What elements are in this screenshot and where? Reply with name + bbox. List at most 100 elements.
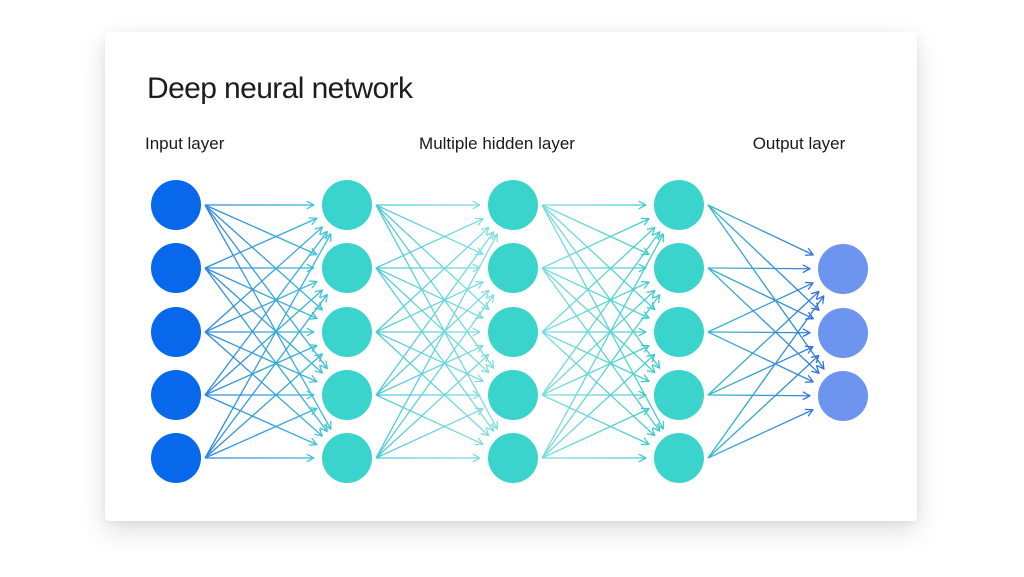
- output-layer-label: Output layer: [752, 134, 846, 153]
- edge: [707, 354, 820, 459]
- neural-network-diagram: [151, 180, 868, 483]
- edges: [204, 200, 825, 463]
- edge: [204, 204, 324, 311]
- hidden-node: [654, 243, 704, 293]
- slide-card: Deep neural network Input layer Multiple…: [105, 32, 917, 521]
- edge: [541, 233, 664, 459]
- edge: [375, 267, 484, 320]
- input-node: [151, 370, 201, 420]
- edge: [204, 289, 324, 396]
- edge: [375, 394, 484, 446]
- hidden-node: [322, 243, 372, 293]
- input-layer-label: Input layer: [145, 134, 225, 153]
- edge: [375, 204, 484, 256]
- edge: [204, 267, 324, 374]
- edge: [541, 204, 650, 256]
- input-node: [151, 180, 201, 230]
- edge: [707, 204, 820, 311]
- edge: [541, 280, 650, 333]
- edge: [204, 204, 318, 256]
- edge: [204, 230, 328, 396]
- output-node: [818, 308, 868, 358]
- edge: [375, 294, 495, 459]
- edge: [707, 204, 825, 370]
- edge: [204, 331, 318, 383]
- edge: [541, 331, 656, 437]
- edge: [541, 294, 661, 459]
- edge: [541, 344, 650, 396]
- edge: [707, 408, 814, 459]
- edge: [204, 204, 328, 370]
- edge: [375, 217, 484, 269]
- edge: [707, 295, 825, 459]
- edge: [541, 289, 656, 396]
- hidden-node: [322, 433, 372, 483]
- edge: [541, 231, 661, 396]
- edge: [204, 353, 323, 459]
- edge: [375, 280, 484, 333]
- edge: [707, 267, 820, 374]
- edge: [204, 226, 324, 333]
- edge: [375, 233, 498, 459]
- edge: [204, 293, 328, 459]
- edge: [204, 217, 318, 269]
- output-node: [818, 371, 868, 421]
- edge: [375, 353, 490, 459]
- hidden-layer-label: Multiple hidden layer: [419, 134, 575, 153]
- edge: [541, 204, 661, 369]
- edge: [541, 353, 656, 459]
- edge: [375, 407, 484, 459]
- hidden-node: [488, 180, 538, 230]
- edge: [541, 267, 650, 320]
- edge: [375, 231, 495, 396]
- edge: [707, 281, 814, 333]
- edge: [707, 204, 814, 256]
- output-node: [818, 244, 868, 294]
- edge: [204, 280, 318, 333]
- hidden-node: [654, 307, 704, 357]
- input-node: [151, 307, 201, 357]
- edge: [204, 407, 318, 459]
- nodes: [151, 180, 868, 483]
- edge: [541, 394, 650, 446]
- edge: [204, 233, 332, 459]
- edge: [375, 204, 495, 369]
- edge: [541, 226, 656, 333]
- hidden-node: [654, 433, 704, 483]
- edge: [375, 344, 484, 396]
- hidden-node: [322, 180, 372, 230]
- edge: [204, 394, 318, 446]
- edge: [707, 345, 814, 396]
- edge: [707, 267, 814, 320]
- input-node: [151, 433, 201, 483]
- edge: [541, 204, 656, 311]
- edge: [375, 226, 490, 333]
- hidden-node: [488, 307, 538, 357]
- edge: [707, 391, 811, 400]
- edge: [375, 204, 490, 311]
- edge: [375, 331, 484, 383]
- hidden-node: [654, 370, 704, 420]
- hidden-node: [488, 433, 538, 483]
- edge: [375, 331, 490, 437]
- edge: [541, 331, 650, 383]
- edge: [707, 328, 811, 337]
- hidden-node: [322, 307, 372, 357]
- edge: [204, 267, 318, 320]
- hidden-node: [488, 370, 538, 420]
- hidden-node: [654, 180, 704, 230]
- edge: [204, 331, 323, 437]
- edge: [204, 344, 318, 396]
- edge: [541, 267, 656, 374]
- edge: [375, 267, 490, 374]
- edge: [541, 217, 650, 269]
- hidden-node: [488, 243, 538, 293]
- page-title: Deep neural network: [147, 72, 413, 105]
- edge: [707, 264, 811, 273]
- hidden-node: [322, 370, 372, 420]
- input-node: [151, 243, 201, 293]
- edge: [541, 407, 650, 459]
- edge: [375, 289, 490, 396]
- edge: [707, 331, 814, 383]
